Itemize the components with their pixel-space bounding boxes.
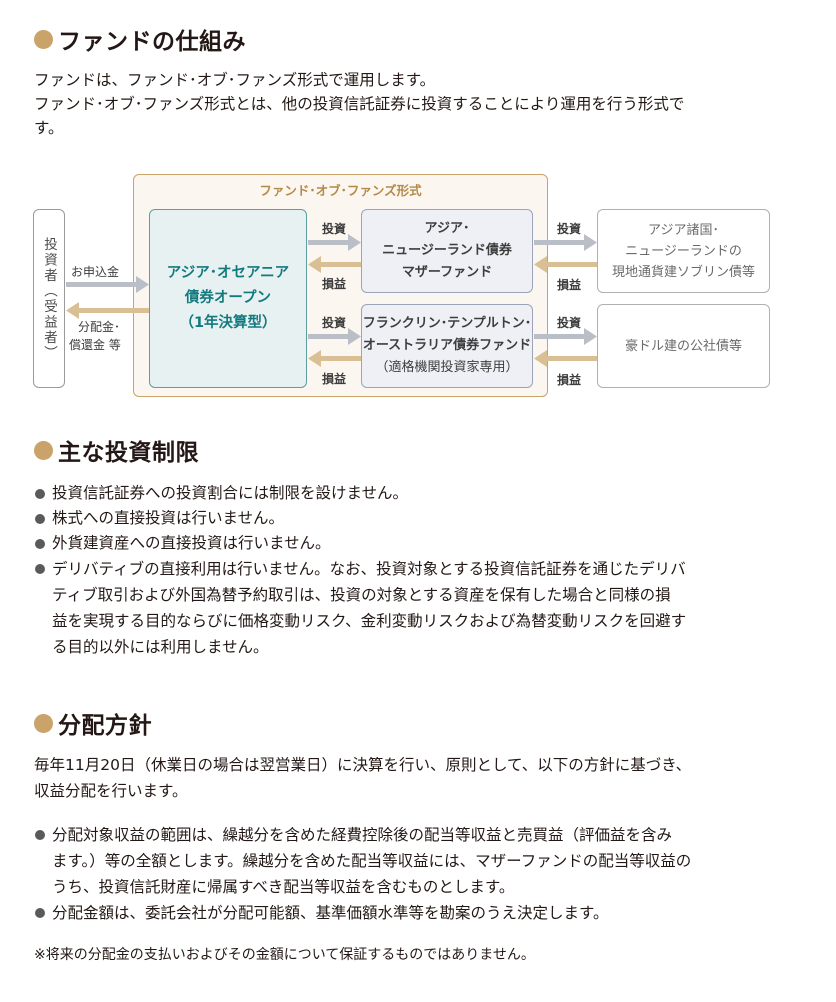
apply-arrow-icon: [66, 276, 149, 293]
bullet-dot-icon: [34, 713, 53, 733]
section-title-restrictions: 主な投資制限: [34, 433, 199, 467]
bullet-icon: [35, 489, 45, 499]
invest-label: 投資: [322, 222, 347, 236]
list-item: 分配対象収益の範囲は、繰越分を含めた経費控除後の配当等収益と売買益（評価益を含み…: [34, 822, 779, 900]
return-arrow-icon: [308, 350, 361, 367]
return-arrow-icon: [308, 256, 361, 273]
bullet-icon: [35, 514, 45, 524]
list-item: デリバティブの直接利用は行いません。なお、投資対象とする投資信託証券を通じたデリ…: [34, 556, 779, 660]
section-title-distribution: 分配方針: [34, 706, 152, 740]
bullet-icon: [35, 564, 45, 574]
payout-arrow-icon: [66, 302, 149, 319]
invest-arrow-icon: [308, 328, 361, 345]
mother-fund-box-1: アジア･ ニュージーランド債券 マザーファンド: [361, 209, 533, 293]
mother-fund-box-2: フランクリン･テンプルトン･ オーストラリア債券ファンド （適格機関投資家専用）: [361, 304, 533, 388]
return-arrow-icon: [534, 256, 597, 273]
apply-label: お申込金: [71, 265, 120, 279]
investor-box: 投資者（受益者）: [33, 209, 65, 388]
target-box-2: 豪ドル建の公社債等: [597, 304, 770, 388]
list-item: 分配金額は、委託会社が分配可能額、基準価額水準等を勘案のうえ決定します。: [34, 900, 779, 926]
invest-label: 投資: [557, 222, 582, 236]
return-label: 損益: [322, 277, 347, 291]
main-fund-box: アジア･オセアニア 債券オープン （1年決算型）: [149, 209, 307, 388]
distribution-list: 分配対象収益の範囲は、繰越分を含めた経費控除後の配当等収益と売買益（評価益を含み…: [34, 822, 779, 926]
invest-label: 投資: [557, 316, 582, 330]
return-label: 損益: [557, 373, 582, 387]
distribution-intro: 毎年11月20日（休業日の場合は翌営業日）に決算を行い、原則として、以下の方針に…: [34, 756, 692, 800]
payout-label-2: 償還金 等: [69, 338, 121, 352]
list-item: 投資信託証券への投資割合には制限を設けません。: [34, 481, 779, 506]
invest-arrow-icon: [308, 234, 361, 251]
flow-arrows: [66, 234, 597, 367]
return-arrow-icon: [534, 350, 597, 367]
list-item: 外貨建資産への直接投資は行いません。: [34, 531, 779, 556]
return-label: 損益: [557, 278, 582, 292]
return-label: 損益: [322, 372, 347, 386]
invest-arrow-icon: [534, 234, 597, 251]
invest-arrow-icon: [534, 328, 597, 345]
structure-intro: ファンドは、ファンド･オブ･ファンズ形式で運用します。 ファンド･オブ･ファンズ…: [34, 71, 685, 137]
list-item: 株式への直接投資は行いません。: [34, 506, 779, 531]
payout-label-1: 分配金･: [78, 320, 121, 334]
restrictions-list: 投資信託証券への投資割合には制限を設けません。 株式への直接投資は行いません。 …: [34, 481, 779, 660]
fof-frame-title: ファンド･オブ･ファンズ形式: [259, 183, 422, 198]
section-title-structure: ファンドの仕組み: [34, 22, 246, 56]
disclaimer-note: ※将来の分配金の支払いおよびその金額について保証するものではありません。: [34, 947, 535, 963]
bullet-dot-icon: [34, 29, 53, 49]
bullet-icon: [35, 830, 45, 840]
bullet-icon: [35, 539, 45, 549]
bullet-icon: [35, 908, 45, 918]
invest-label: 投資: [322, 316, 347, 330]
target-box-1: アジア諸国･ ニュージーランドの 現地通貨建ソブリン債等: [597, 209, 770, 293]
bullet-dot-icon: [34, 440, 53, 460]
